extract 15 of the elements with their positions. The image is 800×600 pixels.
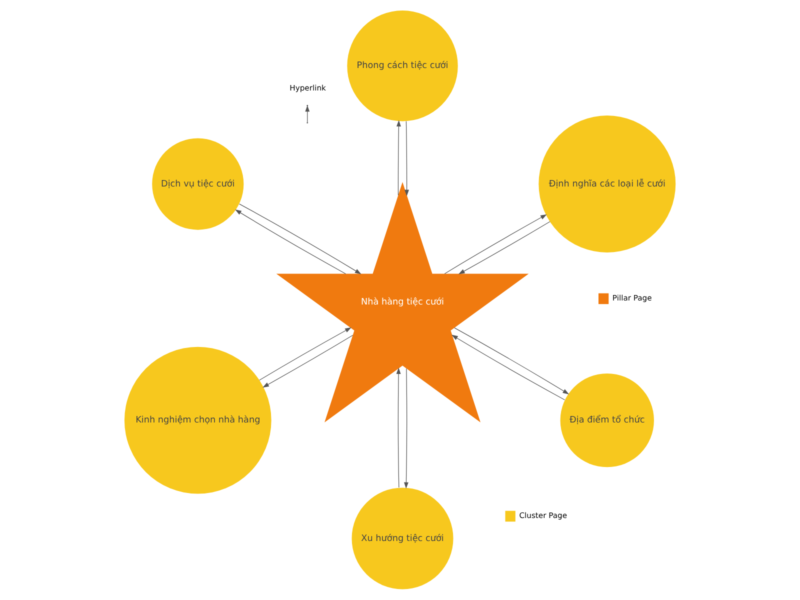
node-circle: Địa điểm tổ chức bbox=[560, 373, 654, 468]
node-circle: Xu hướng tiệc cưới bbox=[352, 488, 454, 590]
arrow bbox=[239, 204, 362, 274]
arrow bbox=[452, 334, 566, 400]
node-circle: Phong cách tiệc cưới bbox=[347, 10, 458, 122]
arrow bbox=[404, 120, 409, 196]
arrow bbox=[259, 327, 352, 380]
arrow bbox=[444, 214, 547, 274]
arrow bbox=[235, 209, 346, 274]
arrow bbox=[454, 328, 570, 394]
arrow bbox=[396, 368, 401, 488]
arrow bbox=[404, 368, 408, 489]
arrow bbox=[262, 334, 354, 388]
arrow bbox=[396, 120, 401, 196]
arrow bbox=[458, 221, 550, 274]
